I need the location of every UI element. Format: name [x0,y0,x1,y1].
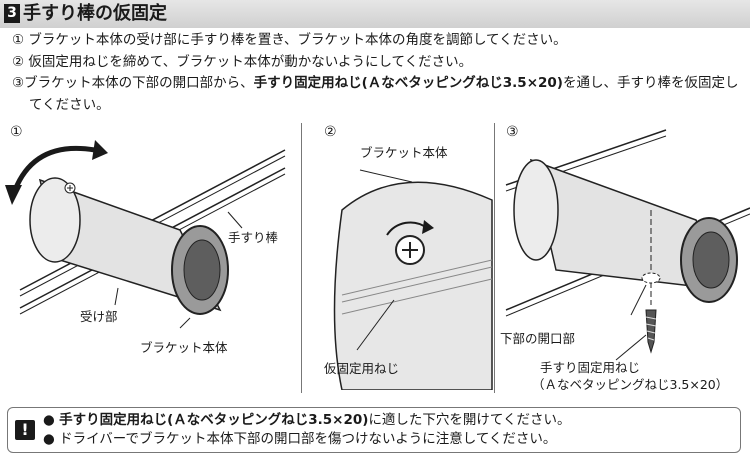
note-2: ● ドライバーでブラケット本体下部の開口部を傷つけないように注意してください。 [43,431,557,447]
panel-2: ② ブラケット本体 仮固定用ねじ [302,120,494,390]
instruction-2: ② 仮固定用ねじを締めて、ブラケット本体が動かないようにしてください。 [12,53,473,70]
note-1-bold: 手すり固定用ねじ(Ａなベタッピングねじ3.5×20) [59,412,369,428]
instruction-1: ① ブラケット本体の受け部に手すり棒を置き、ブラケット本体の角度を調節してくださ… [12,32,567,48]
instruction-3-prefix: ③ブラケット本体の下部の開口部から、 [12,75,254,91]
panel-1-illustration [5,140,286,329]
step-number-badge: 3 [4,4,20,23]
section-header: 3 手すり棒の仮固定 [0,0,750,28]
panel-3-number: ③ [506,124,519,140]
label-bracket-1: ブラケット本体 [140,340,228,355]
panel-1-number: ① [10,124,23,140]
label-opening: 下部の開口部 [500,331,576,346]
panel-3-illustration [505,129,750,361]
label-bracket-2: ブラケット本体 [360,145,448,160]
panel-2-illustration [333,169,493,390]
caution-notes: ! ● 手すり固定用ねじ(Ａなベタッピングねじ3.5×20)に適した下穴を開けて… [7,407,741,453]
note-lines: ● 手すり固定用ねじ(Ａなベタッピングねじ3.5×20)に適した下穴を開けてくだ… [43,411,571,449]
label-screw-spec: （Ａなベタッピングねじ3.5×20） [532,377,729,392]
divider-2 [494,123,495,393]
panel-3: ③ 下部の開口部 手すり固定用ねじ （Ａなベタッピングねじ3.5×20） [496,120,750,392]
note-1: ● 手すり固定用ねじ(Ａなベタッピングねじ3.5×20)に適した下穴を開けてくだ… [43,411,571,430]
panel-2-number: ② [324,124,337,140]
note-1-prefix: ● [43,412,60,428]
instruction-3-suffix: を通し、手すり棒を仮固定してください。 [29,75,739,113]
label-temp-screw: 仮固定用ねじ [324,361,400,376]
label-screw: 手すり固定用ねじ [540,360,641,375]
instruction-3: ③ブラケット本体の下部の開口部から、手すり固定用ねじ(Ａなベタッピングねじ3.5… [12,73,746,116]
instructions: ① ブラケット本体の受け部に手すり棒を置き、ブラケット本体の角度を調節してくださ… [12,30,746,116]
instruction-3-bold: 手すり固定用ねじ(Ａなベタッピングねじ3.5×20) [253,75,563,91]
section-title: 手すり棒の仮固定 [23,3,167,24]
exclamation-icon: ! [15,420,35,440]
label-handrail: 手すり棒 [228,230,279,245]
panel-1: ① 手すり棒 受け部 ブラケット本体 [0,120,300,390]
divider-1 [301,123,302,393]
note-1-suffix: に適した下穴を開けてください。 [368,412,571,428]
label-receiver: 受け部 [80,309,118,324]
